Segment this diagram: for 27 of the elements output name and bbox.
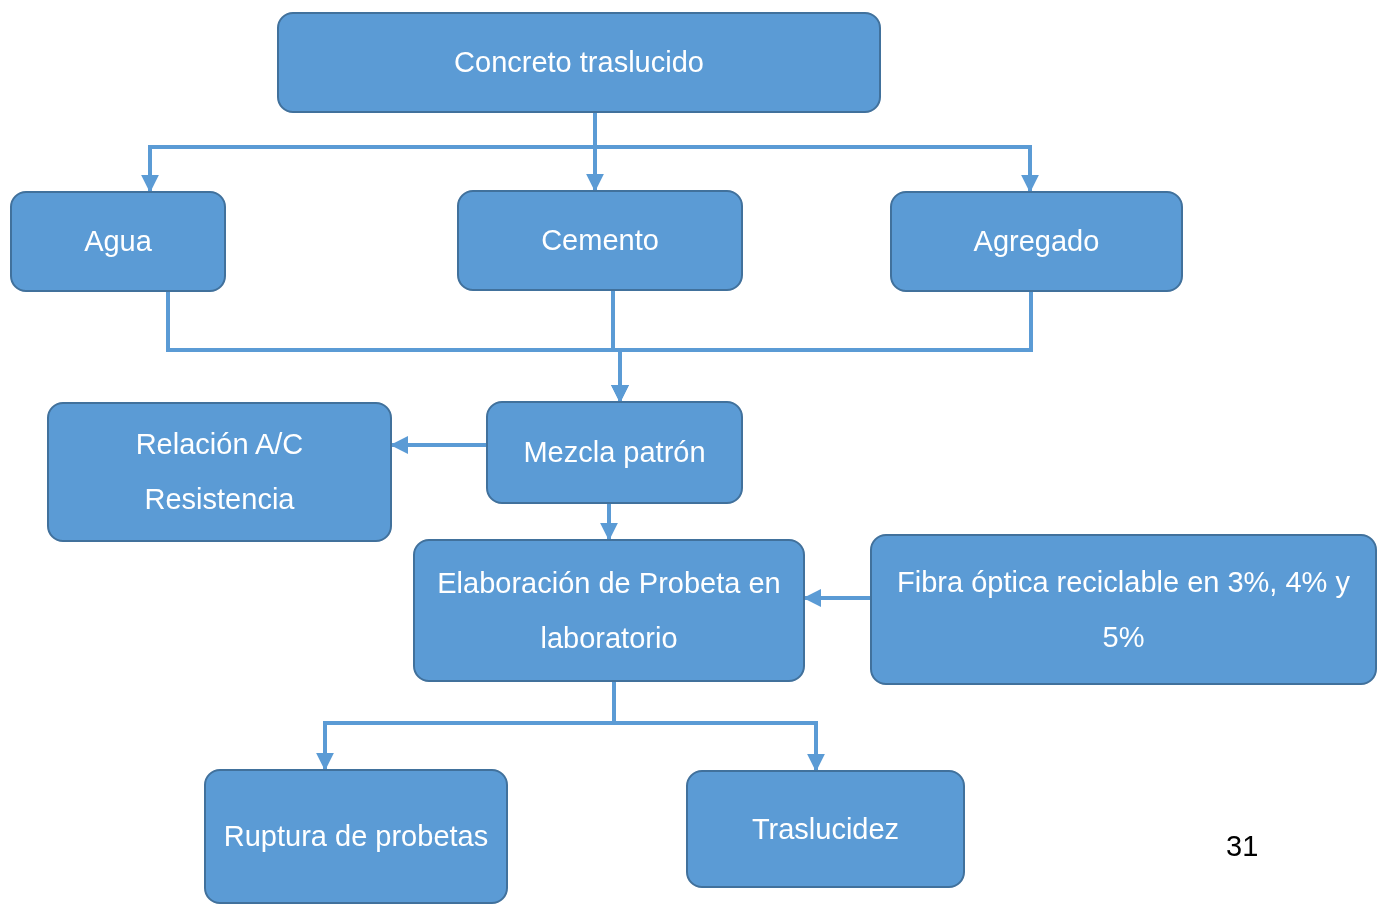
box-label: Agua <box>84 224 152 259</box>
box-label: Mezcla patrón <box>523 435 706 470</box>
box-label: Cemento <box>541 223 659 258</box>
process-box <box>10 191 226 292</box>
arrow <box>803 589 870 607</box>
process-box <box>47 402 392 542</box>
process-box <box>277 12 881 113</box>
process-box <box>204 769 508 904</box>
box-label: Relación A/C <box>135 427 304 462</box>
box-label: Elaboración de Probeta en laboratorio <box>436 565 782 656</box>
process-box <box>870 534 1377 685</box>
box-label: Agregado <box>973 224 1100 259</box>
process-box <box>686 770 965 888</box>
box-label: Concreto traslucido <box>454 45 704 80</box>
process-box <box>486 401 743 504</box>
page-number: 31 <box>1226 830 1259 863</box>
box-label: Ruptura de probetas <box>223 819 489 854</box>
box-label: Traslucidez <box>751 811 900 847</box>
box-label: Fibra óptica reciclable en 3%, 4% y 5% <box>896 564 1351 655</box>
arrow <box>390 436 486 454</box>
process-box <box>890 191 1183 292</box>
process-box <box>413 539 805 682</box>
arrow <box>612 682 825 772</box>
arrow <box>600 504 618 541</box>
process-box <box>457 190 743 291</box>
box-label: Resistencia <box>144 482 295 517</box>
arrow <box>593 113 1039 193</box>
